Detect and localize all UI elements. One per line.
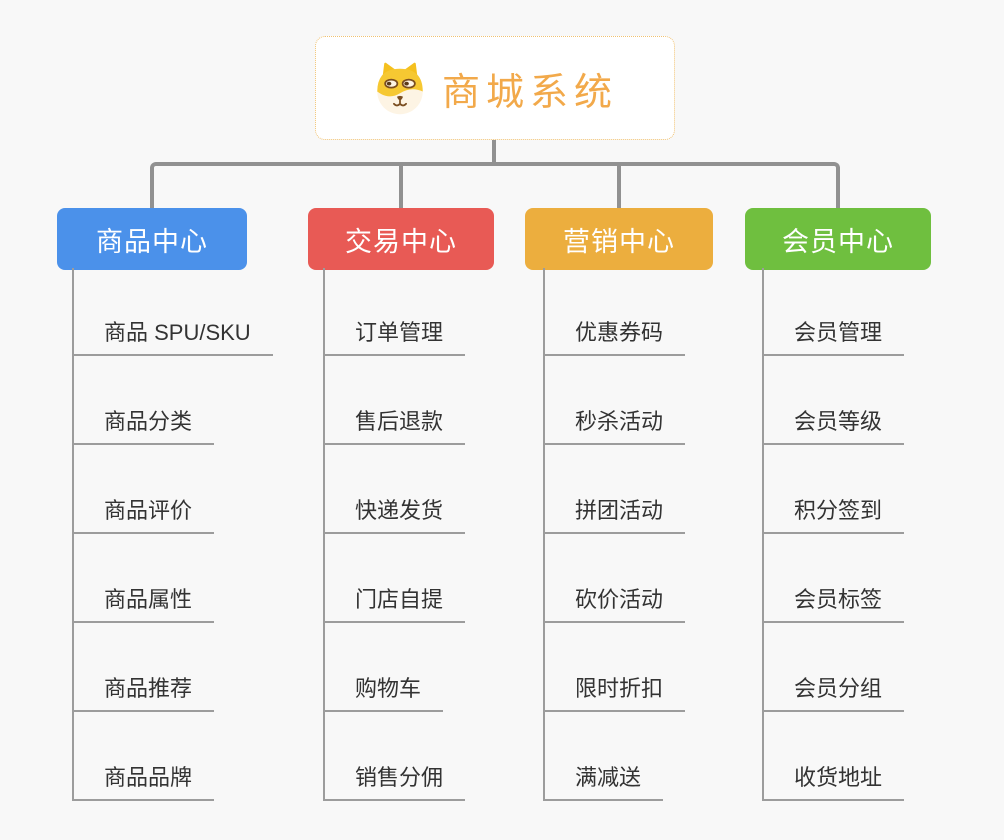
- leaf-node[interactable]: 销售分佣: [323, 712, 466, 801]
- leaf-node[interactable]: 门店自提: [323, 534, 466, 623]
- leaf-column-member: 会员管理 会员等级 积分签到 会员标签 会员分组 收货地址: [762, 267, 905, 801]
- leaf-node[interactable]: 订单管理: [323, 267, 466, 356]
- shiba-dog-icon: [377, 62, 423, 115]
- leaf-column-marketing: 优惠券码 秒杀活动 拼团活动 砍价活动 限时折扣 满减送: [543, 267, 686, 801]
- connector-bus: [150, 162, 840, 208]
- connector-drop-branch-3: [617, 166, 621, 208]
- leaf-node[interactable]: 会员标签: [762, 534, 905, 623]
- branch-node-trade-center[interactable]: 交易中心: [308, 208, 494, 270]
- leaf-node[interactable]: 商品推荐: [72, 623, 215, 712]
- connector-column-trunk-3: [543, 268, 545, 801]
- leaf-node[interactable]: 售后退款: [323, 356, 466, 445]
- leaf-node[interactable]: 积分签到: [762, 445, 905, 534]
- leaf-node[interactable]: 拼团活动: [543, 445, 686, 534]
- root-node-mall-system[interactable]: 商城系统: [315, 36, 675, 140]
- leaf-node[interactable]: 会员分组: [762, 623, 905, 712]
- leaf-node[interactable]: 商品分类: [72, 356, 215, 445]
- leaf-node[interactable]: 优惠券码: [543, 267, 686, 356]
- leaf-node[interactable]: 会员等级: [762, 356, 905, 445]
- connector-column-trunk-4: [762, 268, 764, 801]
- leaf-node[interactable]: 限时折扣: [543, 623, 686, 712]
- connector-column-trunk-1: [72, 268, 74, 801]
- leaf-node[interactable]: 满减送: [543, 712, 664, 801]
- leaf-node[interactable]: 会员管理: [762, 267, 905, 356]
- leaf-node[interactable]: 商品品牌: [72, 712, 215, 801]
- branch-node-member-center[interactable]: 会员中心: [745, 208, 931, 270]
- leaf-node[interactable]: 购物车: [323, 623, 444, 712]
- leaf-node[interactable]: 商品评价: [72, 445, 215, 534]
- connector-root-trunk: [492, 140, 496, 166]
- connector-drop-branch-2: [399, 166, 403, 208]
- leaf-node[interactable]: 砍价活动: [543, 534, 686, 623]
- branch-node-product-center[interactable]: 商品中心: [57, 208, 247, 270]
- leaf-column-trade: 订单管理 售后退款 快递发货 门店自提 购物车 销售分佣: [323, 267, 466, 801]
- connector-column-trunk-2: [323, 268, 325, 801]
- leaf-node[interactable]: 收货地址: [762, 712, 905, 801]
- leaf-node[interactable]: 商品 SPU/SKU: [72, 267, 273, 356]
- leaf-column-product: 商品 SPU/SKU 商品分类 商品评价 商品属性 商品推荐 商品品牌: [72, 267, 273, 801]
- branch-node-marketing-center[interactable]: 营销中心: [525, 208, 713, 270]
- leaf-node[interactable]: 快递发货: [323, 445, 466, 534]
- leaf-node[interactable]: 商品属性: [72, 534, 215, 623]
- root-title: 商城系统: [441, 71, 618, 114]
- leaf-node[interactable]: 秒杀活动: [543, 356, 686, 445]
